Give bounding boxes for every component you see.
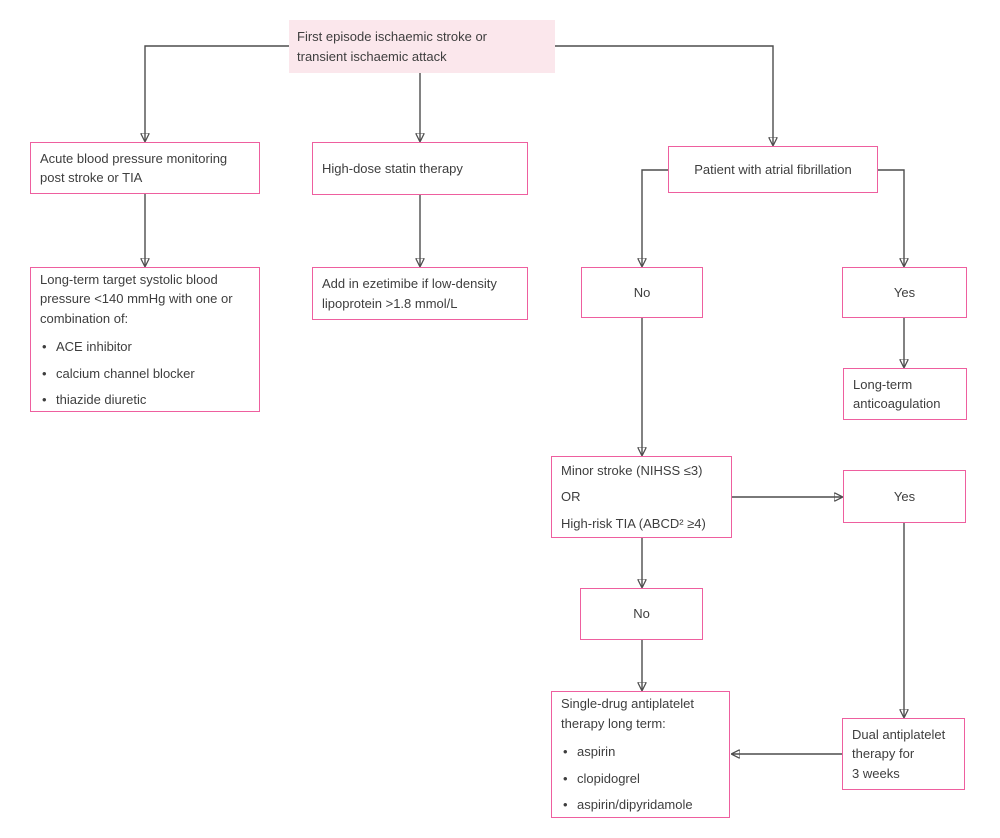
bullet-list: ACE inhibitor calcium channel blocker th…: [40, 330, 250, 410]
node-text: 3 weeks: [852, 765, 900, 781]
list-item: clopidogrel: [561, 769, 720, 789]
node-text: No: [633, 606, 650, 622]
node-atrial-fibrillation: Patient with atrial fibrillation: [668, 146, 878, 193]
node-text: High-dose statin therapy: [322, 160, 463, 176]
arrow-af-to-yes: [878, 169, 904, 266]
bullet-icon: [561, 769, 577, 789]
arrow-start-to-acute-bp: [145, 45, 289, 141]
node-text: Patient with atrial fibrillation: [694, 161, 852, 177]
node-text: therapy for: [852, 746, 915, 762]
node-text: First episode ischaemic stroke or: [297, 29, 488, 44]
node-text: post stroke or TIA: [40, 170, 143, 185]
bullet-icon: [561, 742, 577, 762]
node-dual-antiplatelet: Dual antiplatelet therapy for 3 weeks: [842, 718, 965, 790]
bullet-icon: [40, 337, 56, 357]
node-acute-bp-monitoring: Acute blood pressure monitoring post str…: [30, 142, 260, 194]
arrow-start-to-af: [555, 45, 773, 145]
node-text: Dual antiplatelet: [852, 726, 946, 742]
node-first-episode: First episode ischaemic stroke or transi…: [289, 20, 555, 73]
list-item: ACE inhibitor: [40, 337, 250, 357]
node-statin-therapy: High-dose statin therapy: [312, 142, 528, 195]
node-text: Long-term: [853, 376, 913, 392]
node-text: lipoprotein >1.8 mmol/L: [322, 295, 458, 311]
node-minor-stroke-or-high-risk-tia: Minor stroke (NIHSS ≤3) OR High-risk TIA…: [551, 456, 732, 538]
node-longterm-anticoagulation: Long-term anticoagulation: [843, 368, 967, 420]
node-text: High-risk TIA (ABCD² ≥4): [561, 515, 706, 531]
node-minor-stroke-yes: Yes: [843, 470, 966, 523]
bullet-icon: [40, 364, 56, 384]
node-text: No: [633, 284, 651, 300]
list-item: thiazide diuretic: [40, 390, 250, 410]
node-text: Yes: [893, 284, 916, 300]
bullet-icon: [561, 795, 577, 815]
node-text: Add in ezetimibe if low-density: [322, 276, 497, 291]
bullet-list: aspirin clopidogrel aspirin/dipyridamole: [561, 735, 720, 815]
node-text: Yes: [893, 488, 916, 504]
node-ezetimibe: Add in ezetimibe if low-density lipoprot…: [312, 267, 528, 320]
node-title: Single-drug antiplatelet therapy long te…: [561, 696, 694, 731]
node-text: Minor stroke (NIHSS ≤3): [561, 462, 703, 478]
node-minor-stroke-no: No: [580, 588, 703, 640]
list-item: aspirin/dipyridamole: [561, 795, 720, 815]
bullet-icon: [40, 390, 56, 410]
node-af-yes: Yes: [842, 267, 967, 318]
node-title: Long-term target systolic blood pressure…: [40, 271, 233, 326]
node-text: transient ischaemic attack: [297, 48, 447, 64]
list-item: calcium channel blocker: [40, 364, 250, 384]
node-text: anticoagulation: [853, 396, 941, 411]
node-text: Acute blood pressure monitoring: [40, 150, 228, 166]
node-text: OR: [561, 489, 581, 505]
node-longterm-bp-target: Long-term target systolic blood pressure…: [30, 267, 260, 412]
node-af-no: No: [581, 267, 703, 318]
list-item: aspirin: [561, 742, 720, 762]
node-single-drug-antiplatelet: Single-drug antiplatelet therapy long te…: [551, 691, 730, 818]
arrow-af-to-no: [642, 169, 668, 266]
